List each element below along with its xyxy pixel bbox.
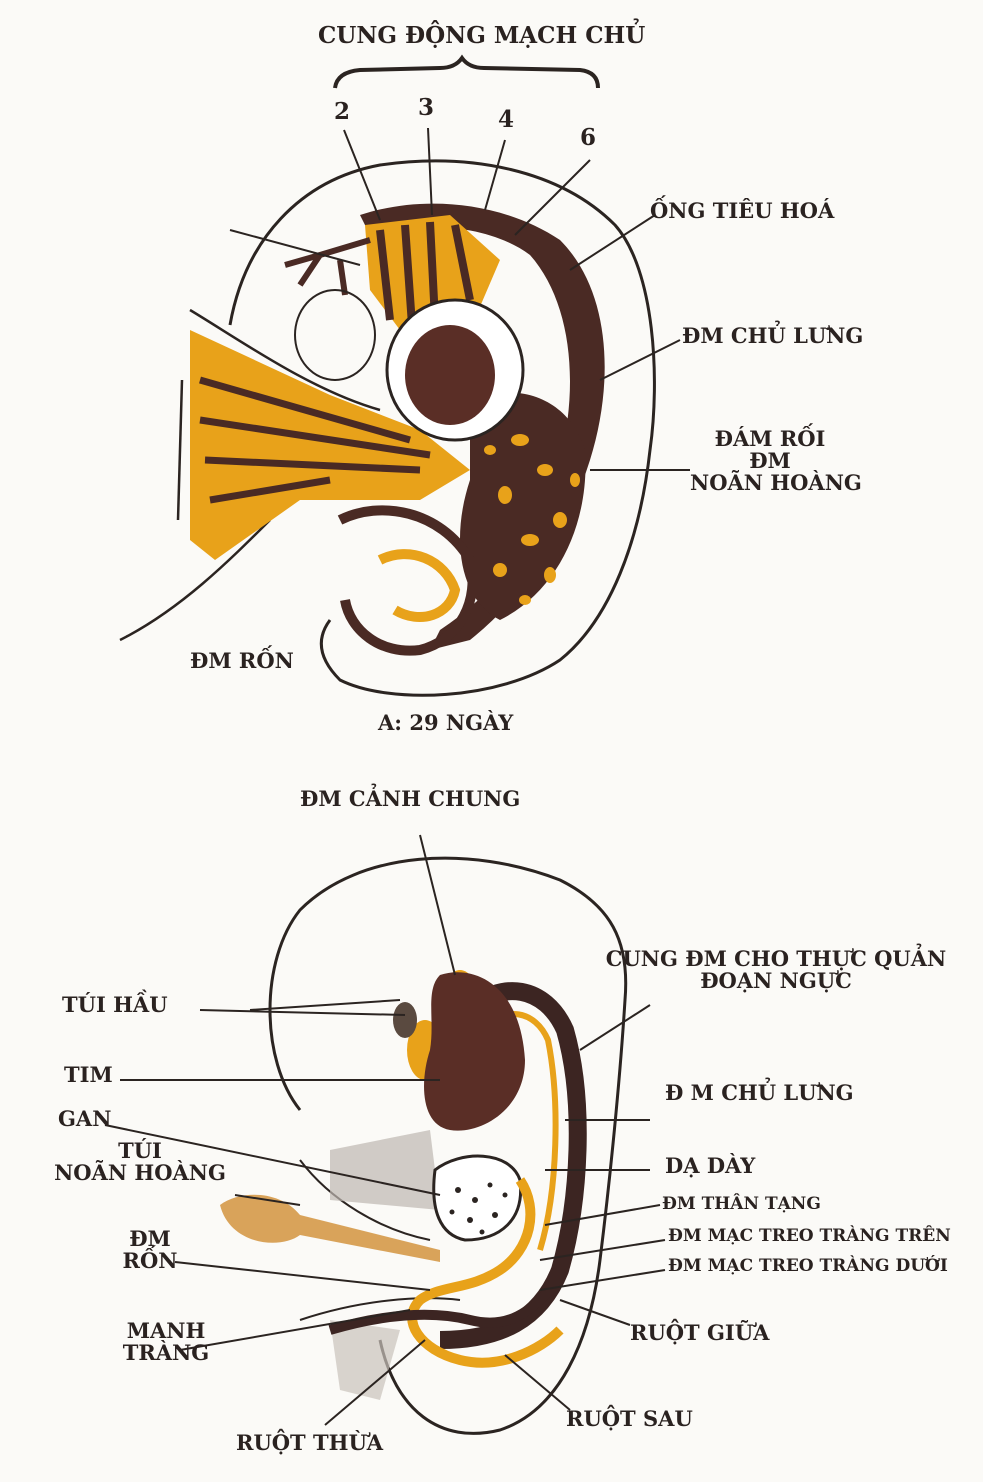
vitelline-plexus-line-3: NOÃN HOÀNG	[690, 470, 862, 496]
arch-number-4: 4	[498, 106, 515, 133]
heart-label: TIM	[64, 1062, 113, 1087]
mesentery-shading	[330, 1130, 440, 1210]
forebrain-line	[249, 999, 401, 1011]
heart-b	[424, 972, 525, 1131]
sup-mesenteric-label: ĐM MẠC TREO TRÀNG TRÊN	[668, 1226, 951, 1246]
bracket-left	[176, 379, 184, 521]
body-wall-line	[189, 308, 381, 412]
umbilical-line-2: RỐN	[122, 1248, 178, 1274]
heart-a	[405, 325, 495, 425]
gut-loop-a	[337, 505, 478, 656]
appendix-label: RUỘT THỪA	[236, 1430, 384, 1455]
esophagus-arch-line-2: ĐOẠN NGỰC	[700, 968, 852, 994]
liver-label: GAN	[58, 1106, 112, 1131]
figure-b-drawing	[104, 834, 666, 1435]
arch-number-2: 2	[334, 98, 351, 125]
umbilical-artery-b	[328, 1286, 554, 1335]
vitelline-plexus-label: ĐÁM RỐI ĐM NOÃN HOÀNG	[690, 426, 862, 496]
gut-loop-yellow	[377, 549, 461, 623]
umbilical-artery-label-a: ĐM RỐN	[190, 648, 294, 673]
yolk-stalk	[220, 1194, 440, 1262]
arch-title-label: CUNG ĐỘNG MẠCH CHỦ	[318, 22, 646, 49]
body-wall-b	[299, 1159, 461, 1321]
cecum-line-1: MANH	[126, 1318, 206, 1343]
body-wall-line-lower	[119, 519, 271, 642]
hindgut-label: RUỘT SAU	[566, 1406, 693, 1431]
yolk-sac-label: TÚI NOÃN HOÀNG	[40, 1138, 240, 1186]
esophagus-arch-line-1: CUNG ĐM CHO THỰC QUẢN	[605, 946, 947, 971]
vitelline-plexus-line-2: ĐM	[749, 448, 791, 474]
arch-brace	[333, 54, 600, 89]
midgut-label: RUỘT GIỮA	[630, 1320, 770, 1345]
dorsal-aorta-label-b: Đ M CHỦ LƯNG	[665, 1080, 854, 1105]
arch-number-6: 6	[580, 124, 597, 151]
common-carotid-label: ĐM CẢNH CHUNG	[300, 786, 521, 811]
cecum-label: MANH TRÀNG	[116, 1318, 216, 1366]
pharyngeal-pouch-label: TÚI HẦU	[62, 992, 168, 1017]
umbilical-artery-label-b: ĐM RỐN	[110, 1226, 190, 1274]
yolk-sac-line-1: TÚI	[118, 1138, 162, 1163]
otic-region	[294, 289, 376, 381]
vitelline-plexus-line-1: ĐÁM RỐI	[714, 426, 826, 451]
dorsal-aorta-label-a: ĐM CHỦ LƯNG	[682, 323, 864, 348]
celiac-label: ĐM THÂN TẠNG	[662, 1194, 821, 1214]
vitelline-stalk	[190, 330, 470, 560]
leader-lines-b	[104, 834, 666, 1426]
gut-tube-label: ỐNG TIÊU HOÁ	[650, 198, 835, 223]
umbilical-line-1: ĐM	[129, 1226, 171, 1251]
stomach-label: DẠ DÀY	[665, 1153, 756, 1178]
yolk-sac-line-2: NOÃN HOÀNG	[54, 1160, 226, 1186]
esophagus-arch-label: CUNG ĐM CHO THỰC QUẢN ĐOẠN NGỰC	[586, 946, 966, 994]
mesentery-shading-low	[330, 1320, 400, 1400]
arch-number-3: 3	[418, 94, 435, 121]
gut-tube-b	[407, 1177, 564, 1368]
figure-a-caption: A: 29 NGÀY	[378, 710, 514, 735]
embryo-a-outline	[228, 159, 656, 697]
inf-mesenteric-label: ĐM MẠC TREO TRÀNG DƯỚI	[668, 1256, 948, 1276]
cecum-line-2: TRÀNG	[122, 1340, 210, 1366]
dorsal-aorta-b	[439, 982, 587, 1349]
embryo-b-outline	[268, 856, 628, 1435]
figure-a-drawing	[119, 54, 690, 697]
